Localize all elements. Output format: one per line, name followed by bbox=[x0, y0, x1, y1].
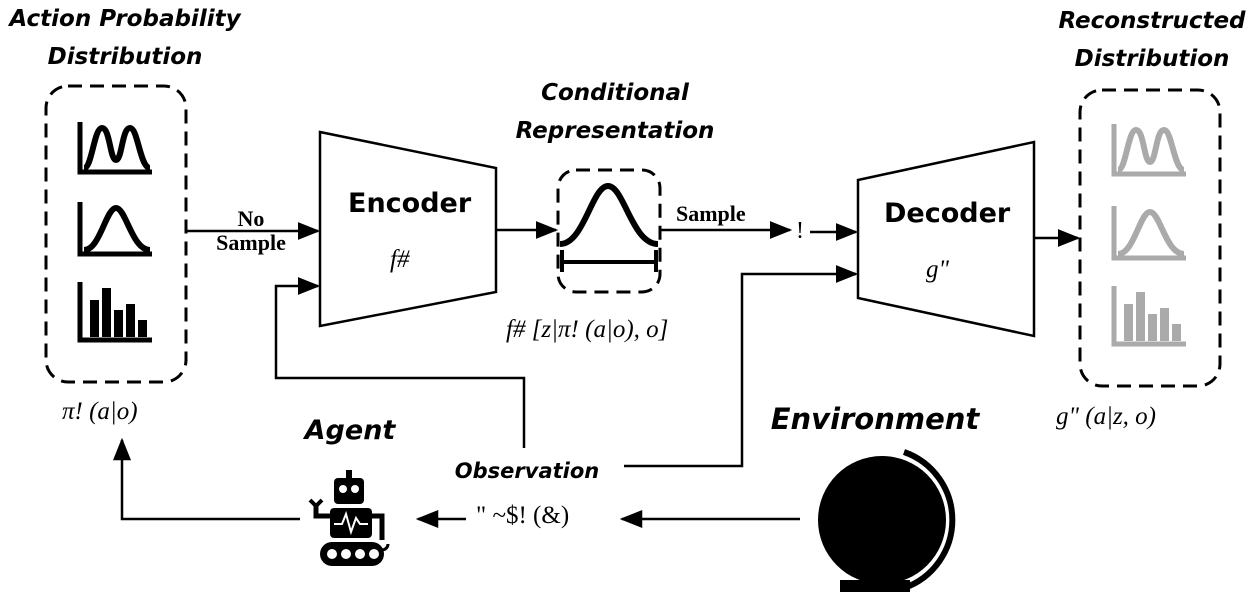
edge-label-line: No bbox=[237, 206, 265, 231]
encoder-block bbox=[318, 130, 498, 328]
gaussian-distribution-icon bbox=[77, 202, 152, 257]
observation-formula: " ~$! (&) bbox=[476, 502, 570, 529]
globe-icon bbox=[818, 449, 956, 592]
histogram-icon bbox=[77, 282, 152, 343]
robot-icon bbox=[308, 470, 390, 566]
no-sample-label: No Sample bbox=[196, 207, 306, 255]
latent-gaussian-icon bbox=[559, 182, 659, 272]
encoder-output-formula: f# [z|π! (a|o), o] bbox=[506, 316, 669, 343]
heading-line: Distribution bbox=[1074, 46, 1230, 72]
policy-formula: π! (a|o) bbox=[62, 398, 138, 425]
heading-line: Reconstructed bbox=[1058, 8, 1246, 34]
heading-line: Distribution bbox=[47, 44, 203, 70]
arrow-agent-to-policy bbox=[113, 437, 300, 521]
arrow-observation-to-encoder bbox=[274, 277, 526, 448]
action-distribution-heading: Action Probability Distribution bbox=[0, 0, 250, 76]
environment-label: Environment bbox=[770, 402, 980, 436]
encoder-function: f# bbox=[390, 246, 410, 273]
decoder-output-formula: g" (a|z, o) bbox=[1056, 403, 1156, 430]
decoder-block bbox=[856, 140, 1036, 338]
reconstructed-distribution-heading: Reconstructed Distribution bbox=[1052, 2, 1252, 78]
reconstructed-histogram-icon bbox=[1111, 286, 1186, 347]
reconstructed-gaussian-icon bbox=[1111, 206, 1186, 261]
agent-label: Agent bbox=[304, 415, 396, 446]
decoder-title: Decoder bbox=[884, 198, 1011, 229]
arrow-observation-to-decoder bbox=[624, 265, 859, 468]
conditional-representation-heading: Conditional Representation bbox=[505, 74, 725, 150]
observation-label: Observation bbox=[454, 459, 600, 483]
bimodal-distribution-icon bbox=[77, 122, 152, 175]
reconstructed-bimodal-icon bbox=[1111, 124, 1186, 177]
decoder-function: g" bbox=[926, 256, 949, 283]
latent-variable-label: ! bbox=[796, 218, 804, 244]
action-distribution-box bbox=[44, 84, 188, 384]
edge-label-line: Sample bbox=[216, 230, 286, 255]
heading-line: Representation bbox=[515, 118, 715, 144]
heading-line: Conditional bbox=[541, 80, 689, 106]
heading-line: Action Probability bbox=[9, 6, 241, 32]
sample-label: Sample bbox=[676, 201, 746, 226]
encoder-title: Encoder bbox=[348, 188, 472, 219]
